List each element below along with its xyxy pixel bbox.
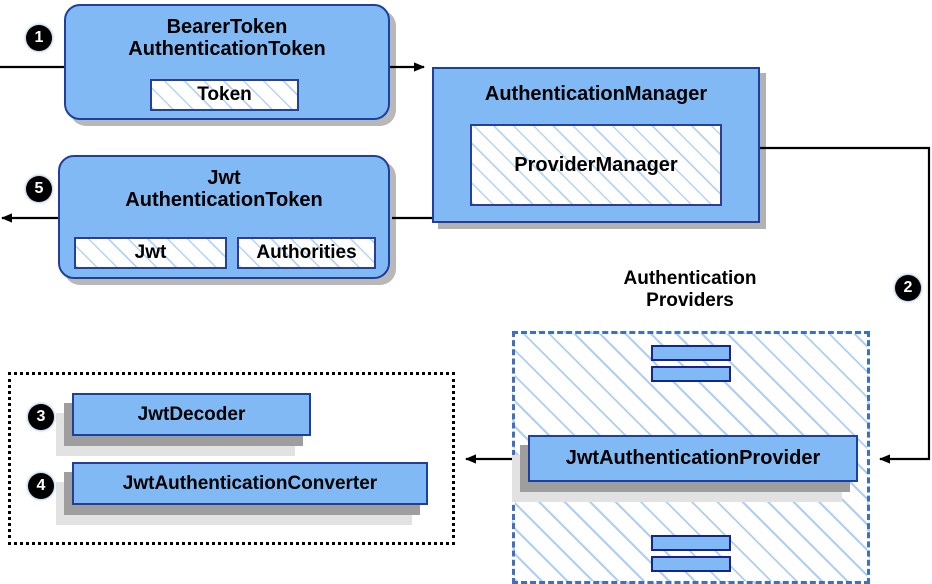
jwt-token-title-line2: AuthenticationToken xyxy=(125,189,323,212)
providers-caption: Authentication Providers xyxy=(556,268,824,312)
field-provider-manager[interactable]: ProviderManager xyxy=(470,124,722,206)
jwt-token-title: Jwt AuthenticationToken xyxy=(60,165,388,212)
field-jwt[interactable]: Jwt xyxy=(74,237,227,269)
support-components-group xyxy=(8,372,455,545)
providers-caption-line1: Authentication xyxy=(623,268,757,289)
field-token[interactable]: Token xyxy=(150,79,299,111)
field-authorities[interactable]: Authorities xyxy=(237,237,376,269)
providers-caption-line2: Providers xyxy=(646,289,734,311)
badge-step-4: 4 xyxy=(28,473,54,499)
badge-step-3: 3 xyxy=(28,404,54,430)
badge-step-1: 1 xyxy=(26,25,52,51)
node-jwt-authentication-provider[interactable]: JwtAuthenticationProvider xyxy=(528,435,858,482)
node-jwt-authentication-converter[interactable]: JwtAuthenticationConverter xyxy=(72,462,428,505)
jwt-authentication-provider-label: JwtAuthenticationProvider xyxy=(565,447,821,470)
provider-placeholder-bar-top-2[interactable] xyxy=(651,366,731,382)
badge-step-2: 2 xyxy=(895,275,921,301)
bearer-token-title: BearerToken AuthenticationToken xyxy=(66,14,388,61)
provider-placeholder-bar-bottom-2[interactable] xyxy=(651,556,731,572)
node-jwt-decoder[interactable]: JwtDecoder xyxy=(72,393,311,436)
bearer-token-title-line2: AuthenticationToken xyxy=(128,38,326,61)
bearer-token-title-line1: BearerToken xyxy=(166,16,288,38)
provider-placeholder-bar-top-1[interactable] xyxy=(651,345,731,361)
jwt-authentication-converter-label: JwtAuthenticationConverter xyxy=(122,472,378,494)
badge-step-5: 5 xyxy=(26,176,52,202)
provider-placeholder-bar-bottom-1[interactable] xyxy=(651,535,731,551)
jwt-token-title-line1: Jwt xyxy=(207,167,241,189)
authentication-manager-title: AuthenticationManager xyxy=(484,83,708,105)
jwt-decoder-label: JwtDecoder xyxy=(137,403,246,425)
